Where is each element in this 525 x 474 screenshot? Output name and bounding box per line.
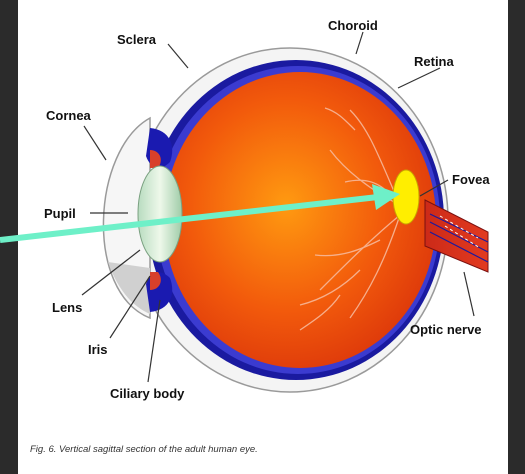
label-lens: Lens [52, 300, 82, 315]
label-cornea: Cornea [46, 108, 92, 123]
label-pupil: Pupil [44, 206, 76, 221]
vitreous-body [164, 72, 436, 368]
label-optic-nerve: Optic nerve [410, 322, 482, 337]
label-sclera: Sclera [117, 32, 157, 47]
label-fovea: Fovea [452, 172, 490, 187]
lens-shape [138, 166, 182, 262]
figure-caption: Fig. 6. Vertical sagittal section of the… [30, 444, 258, 455]
label-retina: Retina [414, 54, 455, 69]
label-choroid: Choroid [328, 18, 378, 33]
label-iris: Iris [88, 342, 108, 357]
fovea-spot [393, 170, 419, 224]
label-ciliary-body: Ciliary body [110, 386, 185, 401]
